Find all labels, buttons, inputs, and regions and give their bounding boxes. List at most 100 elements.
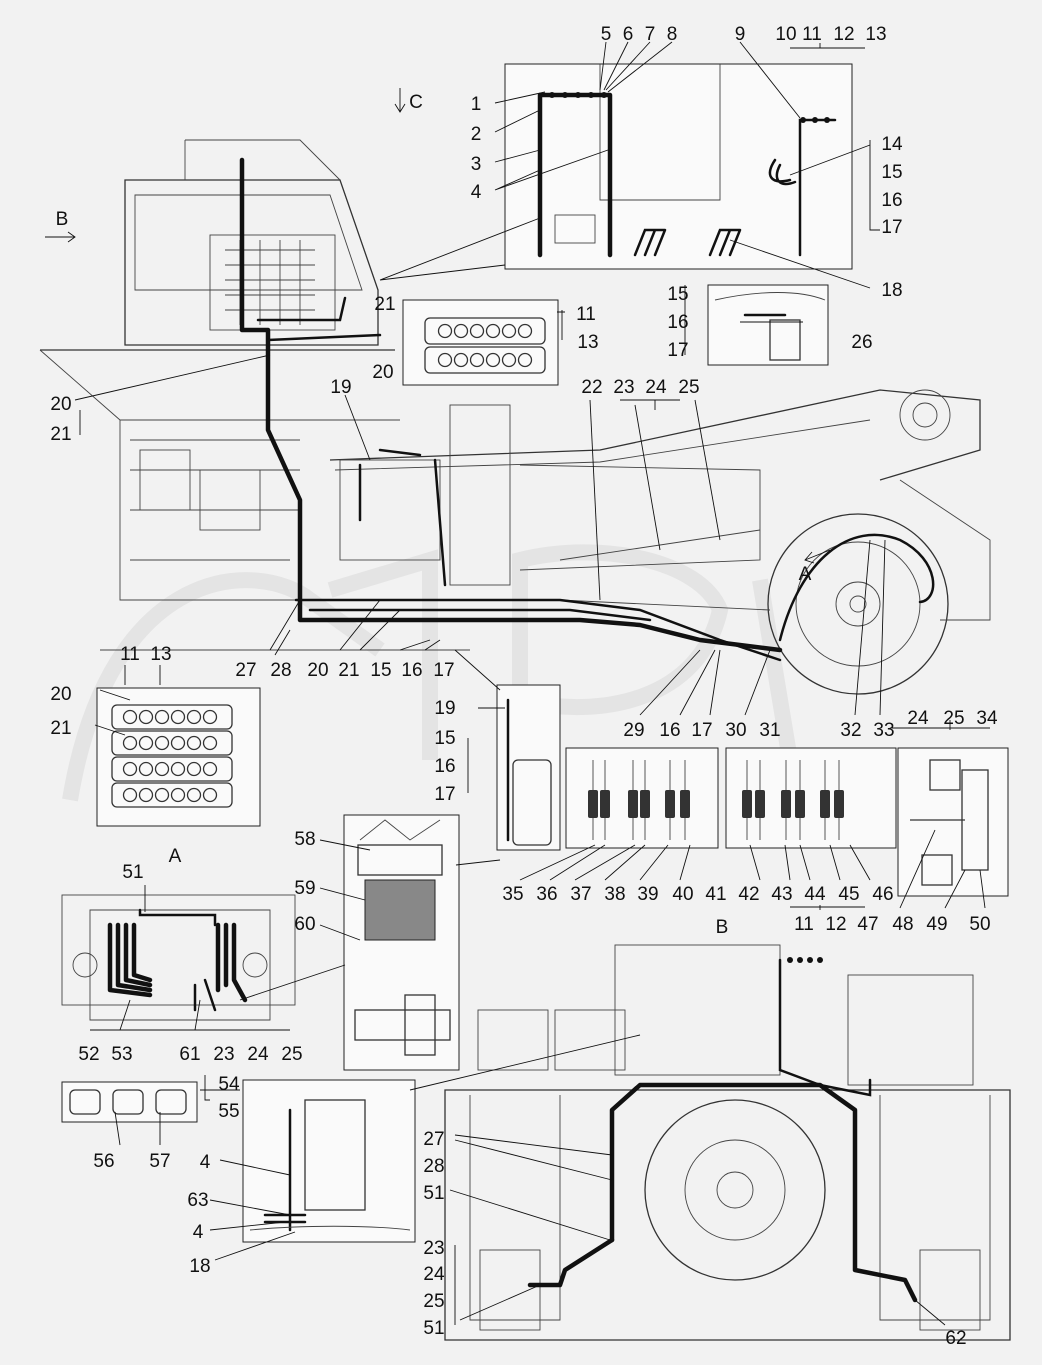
callout-16: 16 (667, 312, 688, 333)
callout-4: 4 (471, 182, 482, 203)
wire-section (453, 323, 469, 339)
wire-section (186, 787, 202, 803)
view-B-label: B (716, 917, 729, 938)
callout-24: 24 (907, 708, 929, 729)
view-b (444, 944, 1011, 1341)
callout-24: 24 (247, 1044, 269, 1065)
callout-37: 37 (570, 884, 591, 905)
callout-15: 15 (370, 660, 391, 681)
callout-6: 6 (623, 24, 634, 45)
callout-12: 12 (833, 24, 854, 45)
callout-16: 16 (434, 756, 455, 777)
callout-58: 58 (294, 829, 315, 850)
callout-30: 30 (725, 720, 746, 741)
connector-module (781, 790, 791, 818)
callout-15: 15 (881, 162, 902, 183)
connector-module (640, 790, 650, 818)
callout-1: 1 (471, 94, 482, 115)
connector-module (628, 790, 638, 818)
callout-41: 41 (705, 884, 726, 905)
callout-17: 17 (667, 340, 688, 361)
wire-section (437, 352, 453, 368)
callout-28: 28 (270, 660, 291, 681)
callout-21: 21 (374, 294, 395, 315)
callout-47: 47 (857, 914, 878, 935)
callout-20: 20 (307, 660, 328, 681)
callout-43: 43 (771, 884, 792, 905)
callout-62: 62 (945, 1328, 966, 1349)
seal-detail (343, 814, 460, 1071)
wire-section (138, 735, 154, 751)
clamp-detail-small (61, 1081, 198, 1123)
callout-16: 16 (401, 660, 422, 681)
arrow-b-direction-icon (45, 231, 76, 243)
callout-25: 25 (281, 1044, 302, 1065)
callout-52: 52 (78, 1044, 99, 1065)
callout-36: 36 (536, 884, 557, 905)
wire-section (517, 323, 533, 339)
connector-module (755, 790, 765, 818)
callout-39: 39 (637, 884, 658, 905)
callout-51: 51 (423, 1318, 444, 1339)
callout-20: 20 (50, 684, 71, 705)
callout-18: 18 (189, 1256, 210, 1277)
connector-module (588, 790, 598, 818)
wire-section (154, 735, 170, 751)
callout-45: 45 (838, 884, 859, 905)
wire-section (154, 709, 170, 725)
view-A-label: A (169, 846, 182, 867)
wire-section (202, 787, 218, 803)
callout-11: 11 (120, 644, 140, 665)
callout-16: 16 (659, 720, 680, 741)
connector-module (680, 790, 690, 818)
arrow-c-direction-icon (394, 88, 406, 113)
callout-21: 21 (50, 718, 71, 739)
callout-8: 8 (667, 24, 678, 45)
wire-section (170, 735, 186, 751)
callout-18: 18 (881, 280, 902, 301)
callout-51: 51 (122, 862, 143, 883)
callout-24: 24 (645, 377, 667, 398)
callout-54: 54 (218, 1074, 240, 1095)
callout-2: 2 (471, 124, 482, 145)
callout-3: 3 (471, 154, 482, 175)
wire-section (122, 761, 138, 777)
wire-section (154, 761, 170, 777)
callout-13: 13 (577, 332, 598, 353)
callout-57: 57 (149, 1151, 170, 1172)
wire-section (485, 323, 501, 339)
callout-15: 15 (434, 728, 455, 749)
callout-38: 38 (604, 884, 625, 905)
wire-section (138, 761, 154, 777)
callout-17: 17 (433, 660, 454, 681)
callout-61: 61 (179, 1044, 200, 1065)
wire-section (501, 323, 517, 339)
callout-19: 19 (330, 377, 351, 398)
sensor-detail (707, 284, 829, 366)
callout-17: 17 (434, 784, 455, 805)
wire-section (202, 735, 218, 751)
callout-13: 13 (865, 24, 886, 45)
main-harness (239, 157, 935, 662)
callout-26: 26 (851, 332, 872, 353)
wire-section (469, 323, 485, 339)
callout-56: 56 (93, 1151, 114, 1172)
callout-23: 23 (423, 1238, 444, 1259)
callout-31: 31 (759, 720, 780, 741)
wire-section (469, 352, 485, 368)
callout-34: 34 (976, 708, 998, 729)
wire-section (138, 709, 154, 725)
callout-59: 59 (294, 878, 315, 899)
connector-module (820, 790, 830, 818)
callout-22: 22 (581, 377, 602, 398)
callout-51: 51 (423, 1183, 444, 1204)
terminal-detail (242, 1079, 416, 1243)
wire-section (122, 787, 138, 803)
wire-section (170, 761, 186, 777)
callout-28: 28 (423, 1156, 444, 1177)
callout-4: 4 (193, 1222, 204, 1243)
callout-20: 20 (372, 362, 393, 383)
callout-11: 11 (794, 914, 814, 935)
